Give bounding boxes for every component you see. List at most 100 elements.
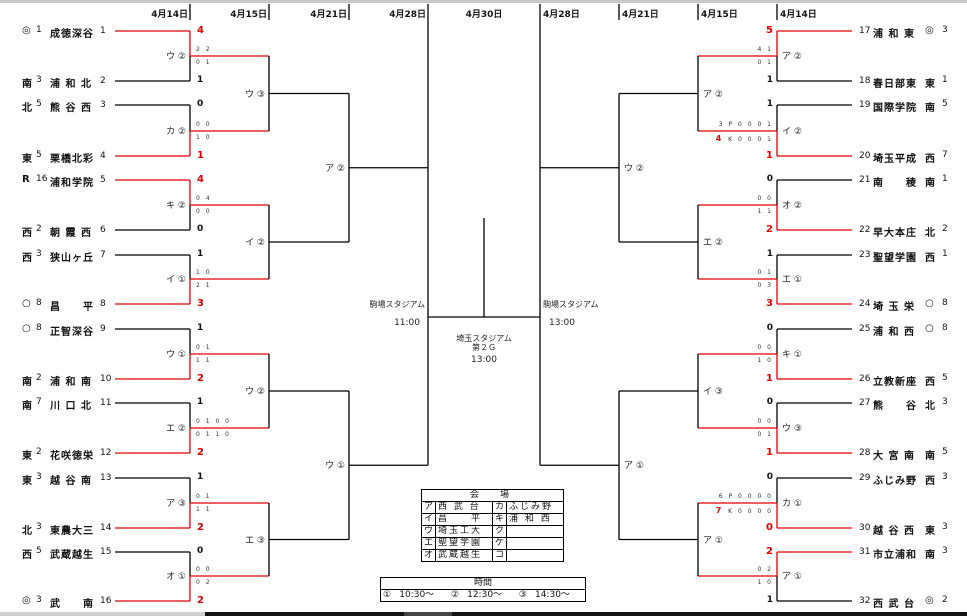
team-number: 4: [100, 151, 106, 161]
team-name: ふじみ野: [873, 476, 917, 487]
score: 1: [197, 150, 204, 161]
score: 1: [766, 595, 773, 605]
team-region-mark: ○: [22, 298, 32, 309]
team-region-mark: 東: [925, 526, 936, 537]
score: 3: [766, 298, 773, 309]
team-region-mark: 北: [925, 228, 936, 239]
venue-key: オ: [420, 549, 437, 562]
team-rank: 3: [36, 472, 42, 482]
team-name: 早大本庄: [873, 228, 917, 239]
match-venue: ア ②: [325, 163, 345, 174]
match-venue: イ ②: [245, 238, 265, 248]
date-label-final: 4月30日: [465, 10, 503, 20]
match-venue: ア ①: [624, 461, 644, 472]
team-number: 16: [100, 596, 112, 606]
score: 0: [766, 472, 773, 482]
final-time: 13:00: [471, 355, 497, 365]
score: 1: [197, 249, 204, 259]
team-name: 浦 和 西: [873, 327, 915, 338]
venue-key: キ: [492, 513, 508, 526]
team-region-mark: 東: [22, 154, 33, 165]
team-rank: 5: [942, 99, 948, 109]
team-region-mark: 北: [22, 526, 33, 537]
team-rank: 8: [36, 323, 42, 333]
team-name: 成徳深谷: [50, 29, 94, 40]
team-rank: 3: [942, 522, 948, 532]
team-name: 市立浦和: [873, 550, 917, 561]
inning-score: 0 2: [196, 579, 212, 586]
team-number: 29: [859, 473, 871, 483]
match-venue: ア ①: [703, 535, 723, 546]
inning-winner-mark: 4: [715, 134, 729, 143]
score: 2: [766, 546, 773, 557]
team-region-mark: ○: [925, 323, 935, 334]
match-venue: オ ①: [166, 572, 186, 582]
inning-score: 2 1: [196, 282, 212, 289]
team-rank: 2: [36, 373, 42, 383]
team-name: 西 武 台: [873, 599, 915, 610]
team-name: 春日部東: [873, 79, 917, 90]
team-name: 埼玉平成: [873, 154, 917, 165]
team-number: 23: [859, 250, 871, 260]
team-name: 国際学院: [873, 103, 917, 114]
date-label: 4月28日: [543, 10, 580, 20]
inning-score: 0 1: [196, 344, 212, 351]
inning-score: 1 1: [196, 506, 212, 513]
team-region-mark: ◎: [925, 25, 935, 36]
team-name: 朝 霞 西: [50, 228, 92, 239]
match-venue: ウ ②: [245, 387, 265, 397]
inning-score: 0 1: [757, 269, 773, 276]
team-region-mark: R: [22, 174, 31, 185]
match-venue: ア ①: [782, 572, 802, 582]
team-name: 武 南: [50, 599, 94, 610]
team-rank: 5: [36, 99, 42, 109]
inning-score: 0 1: [196, 493, 212, 500]
inning-score: 0 4: [196, 195, 212, 202]
match-venue: ウ ③: [245, 89, 265, 100]
venue-name: 武蔵越生: [435, 549, 494, 562]
team-rank: 2: [942, 224, 948, 234]
team-number: 22: [859, 225, 871, 235]
semifinal-venue: 駒場スタジアム: [369, 300, 425, 309]
team-name: 南 稜: [873, 178, 917, 189]
team-region-mark: 南: [925, 451, 936, 462]
team-number: 2: [100, 76, 106, 86]
date-label: 4月15日: [701, 10, 738, 20]
team-rank: 5: [942, 447, 948, 457]
team-rank: 3: [36, 75, 42, 85]
match-venue: カ ②: [166, 127, 186, 137]
team-name: 正智深谷: [50, 327, 94, 338]
score: 1: [197, 323, 204, 333]
inning-score: 0 0: [196, 121, 212, 128]
venue-key: カ: [492, 501, 508, 514]
team-rank: 3: [942, 472, 948, 482]
team-region-mark: ○: [925, 298, 935, 309]
team-rank: 1: [942, 75, 948, 85]
venue-name: 西 武 台: [435, 501, 494, 514]
team-region-mark: 西: [22, 228, 33, 239]
inning-score: 1 1: [757, 208, 773, 215]
slot-time: 14:30～: [532, 589, 586, 602]
team-number: 15: [100, 547, 112, 557]
bottom-border: [0, 612, 967, 616]
inning-score: 0 1: [196, 59, 212, 66]
inning-winner-mark: 7: [715, 506, 729, 515]
team-region-mark: 西: [22, 550, 33, 561]
team-region-mark: 南: [22, 79, 33, 90]
inning-score: 0 0: [196, 566, 212, 573]
team-region-mark: 南: [925, 178, 936, 189]
score: 1: [766, 150, 773, 161]
team-name: 浦 和 南: [50, 377, 92, 388]
venue-name: [506, 537, 565, 550]
top-border: [0, 0, 967, 3]
team-number: 7: [100, 250, 106, 260]
slot-time: 10:30～: [397, 589, 450, 602]
team-rank: 1: [36, 25, 42, 35]
bottom-border-left: [0, 612, 205, 616]
score: 4: [197, 174, 204, 185]
team-name: 昌 平: [50, 302, 94, 313]
venue-name: 埼玉工大: [435, 525, 494, 538]
team-name: 聖望学園: [873, 253, 917, 264]
team-number: 27: [859, 398, 871, 408]
